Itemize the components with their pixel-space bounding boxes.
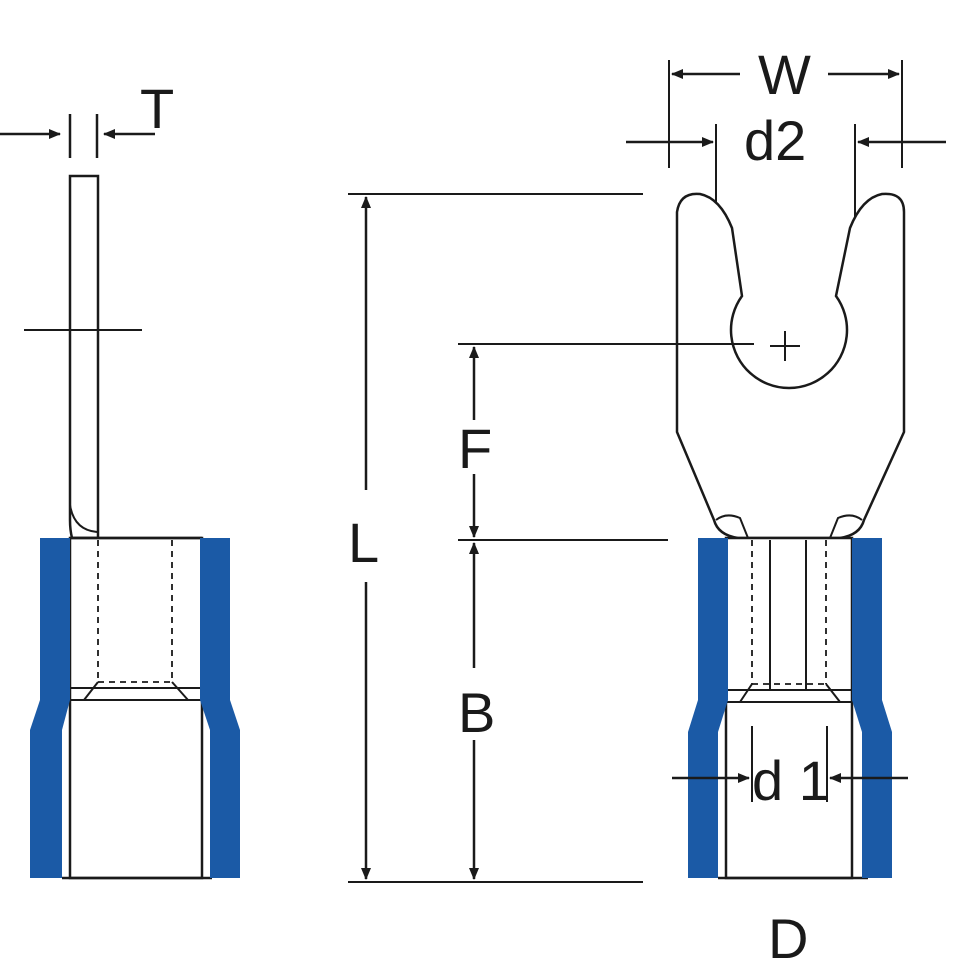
side-chamfer-right — [171, 681, 189, 701]
side-blade — [68, 174, 100, 540]
front-chamfer-left — [739, 683, 753, 703]
side-barrel-body — [68, 536, 204, 880]
side-blade-bend — [69, 504, 98, 533]
side-view: T — [0, 77, 240, 880]
thickness-dimension: T — [0, 77, 174, 158]
side-chamfer-left — [83, 681, 99, 701]
label-l: L — [348, 511, 379, 574]
front-barrel-body — [724, 536, 854, 880]
inner-diameter-dimension: d 1 — [672, 726, 908, 812]
label-t: T — [140, 77, 174, 140]
label-d1: d 1 — [752, 749, 830, 812]
label-w: W — [758, 43, 811, 106]
label-f: F — [458, 417, 492, 480]
label-d: D — [768, 907, 808, 960]
spade-crimp-right — [829, 514, 863, 539]
front-insulation-right — [852, 538, 892, 878]
label-b: B — [458, 681, 495, 744]
side-insulation-left — [30, 538, 70, 878]
front-view: W d2 — [626, 43, 946, 960]
front-chamfer-right — [825, 683, 841, 703]
spade-tongue — [675, 192, 906, 540]
spade-crimp-left — [715, 514, 749, 539]
length-dimensions: L F B — [348, 193, 754, 883]
label-d2: d2 — [744, 109, 806, 172]
width-dimension: W — [668, 43, 903, 168]
front-insulation-left — [688, 538, 728, 878]
side-insulation-right — [200, 538, 240, 878]
